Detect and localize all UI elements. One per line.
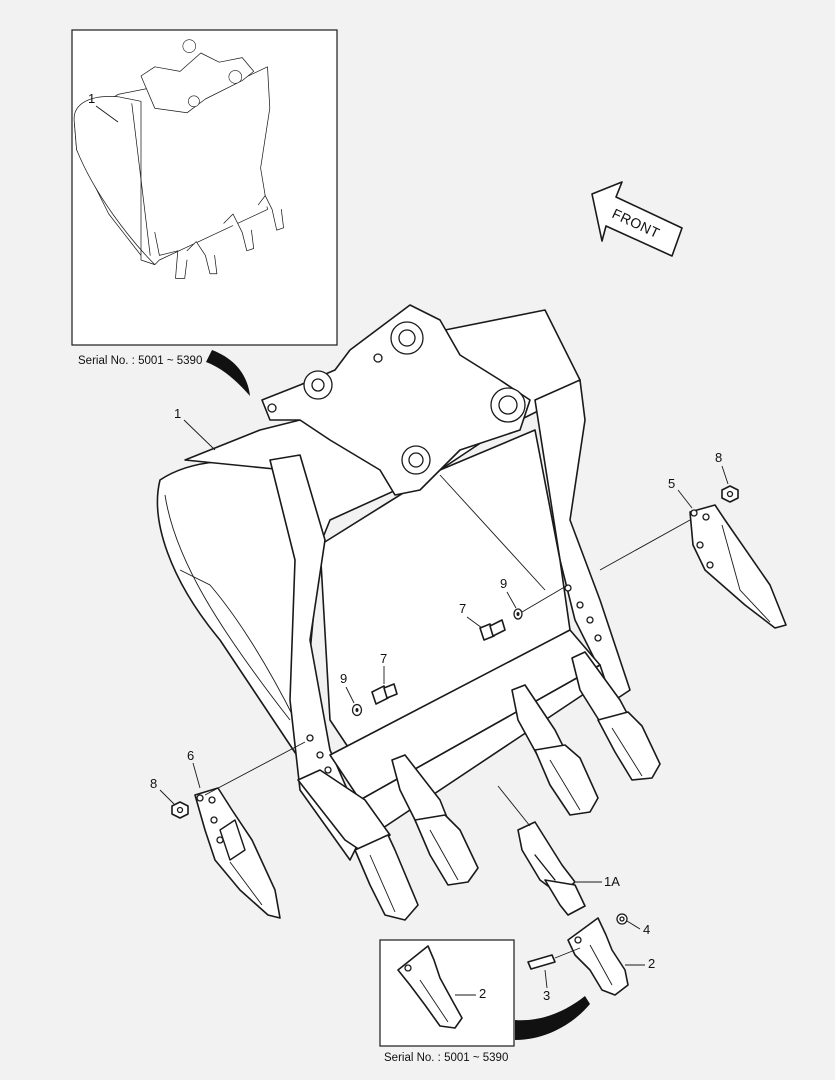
callout-8-left: 8 [150,776,157,791]
callout-8-right: 8 [715,450,722,465]
leader-9-right [506,591,517,609]
callout-9-left: 9 [340,671,347,686]
callout-3: 3 [543,988,550,1003]
callout-inset-top-1: 1 [88,91,95,106]
tooth-2 [391,754,479,886]
callout-7-left: 7 [380,651,387,666]
inset-tooth-point [397,945,463,1029]
leader-6 [192,762,201,789]
mounting-bracket [261,304,531,496]
callout-2-right: 2 [648,956,655,971]
washer-9-right [513,584,569,620]
callout-6: 6 [187,748,194,763]
inset-bucket-drawing [73,39,284,279]
side-cutter-6 [194,741,306,919]
tooth-point-2 [567,917,629,996]
washer-9-left [351,703,363,717]
callout-7-right: 7 [459,601,466,616]
callout-9-right: 9 [500,576,507,591]
leader-9-left [345,686,355,704]
callout-1a: 1A [604,874,620,889]
serial-bottom-label: Serial No. : 5001 ~ 5390 [384,1052,508,1064]
leader-inset-top-1 [95,105,119,123]
callout-main-1: 1 [174,406,181,421]
inset-bottom-panel [379,939,515,1047]
leader-7-right [466,616,483,629]
nut-8-left [171,801,189,819]
front-arrow: FRONT [591,181,683,257]
adapter-1a [497,785,586,916]
inset-top-panel [71,29,338,346]
side-cutter-5 [599,504,787,629]
bucket-side-shell [156,460,321,761]
bucket-interior [319,429,571,751]
main-bucket [156,304,631,861]
inset-bottom-arrow [515,996,590,1040]
tooth-1 [297,769,419,921]
nut-8-right [721,485,739,503]
leader-5 [677,489,693,509]
pin-3 [527,947,581,970]
leader-main-1 [183,419,216,451]
bolt-7-left [371,683,398,705]
tooth-3 [511,684,599,816]
tooth-4 [571,651,661,781]
leader-8-right [721,465,729,485]
callout-4: 4 [643,922,650,937]
inset-top-arrow [206,350,250,396]
bucket-teeth [297,651,661,921]
leader-3 [544,969,548,989]
callout-5: 5 [668,476,675,491]
lock-4 [616,913,628,925]
bolt-7-right [479,619,506,641]
callout-inset-bottom-2: 2 [479,986,486,1001]
serial-top-label: Serial No. : 5001 ~ 5390 [78,355,202,367]
leader-4 [626,920,641,930]
leader-8-left [159,789,175,805]
